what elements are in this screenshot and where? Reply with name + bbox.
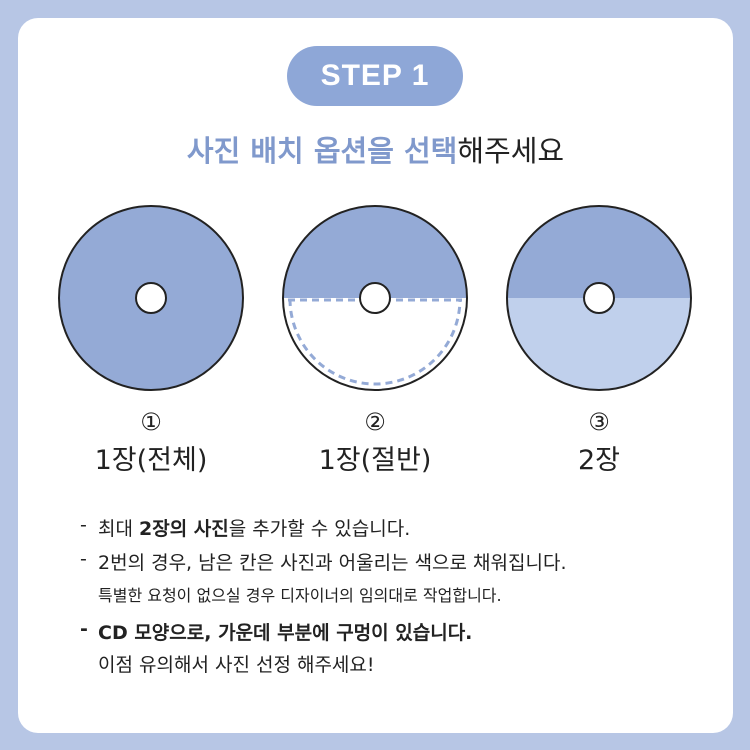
disc-two-icon [506,205,692,391]
note-line-2: - 2번의 경우, 남은 칸은 사진과 어울리는 색으로 채워집니다. [80,548,567,574]
main-card: STEP 1 사진 배치 옵션을 선택해주세요 ① 1장(전체) ② 1장(절반… [18,18,733,733]
notes-section: - 최대 2장의 사진을 추가할 수 있습니다. - 2번의 경우, 남은 칸은… [80,508,720,680]
option-2-label: 1장(절반) [318,445,432,476]
option-half-disc[interactable] [280,203,470,393]
option-two-disc[interactable] [504,203,694,393]
page-title-rest: 해주세요 [457,134,565,168]
option-3-number: ③ [588,408,610,436]
dash-icon: - [80,514,87,536]
note-line-1-bold: 2장의 사진 [139,518,229,540]
page-title-highlight: 사진 배치 옵션을 선택 [186,134,458,168]
dash-icon: - [80,548,87,570]
page-title: 사진 배치 옵션을 선택해주세요 [18,128,733,170]
note-line-4: - CD 모양으로, 가운데 부분에 구멍이 있습니다. [80,618,473,644]
option-1-number: ① [140,408,162,436]
option-full-disc[interactable] [56,203,246,393]
note-line-3: 특별한 요청이 없으실 경우 디자이너의 임의대로 작업합니다. [98,586,502,605]
option-3-label: 2장 [577,445,621,476]
note-line-1: - 최대 2장의 사진을 추가할 수 있습니다. [80,514,411,540]
option-1-label: 1장(전체) [94,445,208,476]
dash-icon: - [80,618,88,640]
step-badge: STEP 1 [287,46,463,106]
disc-half-icon [282,205,468,391]
note-line-5: 이점 유의해서 사진 선정 해주세요! [98,654,375,676]
option-2-number: ② [364,408,386,436]
disc-full-icon [58,205,244,391]
